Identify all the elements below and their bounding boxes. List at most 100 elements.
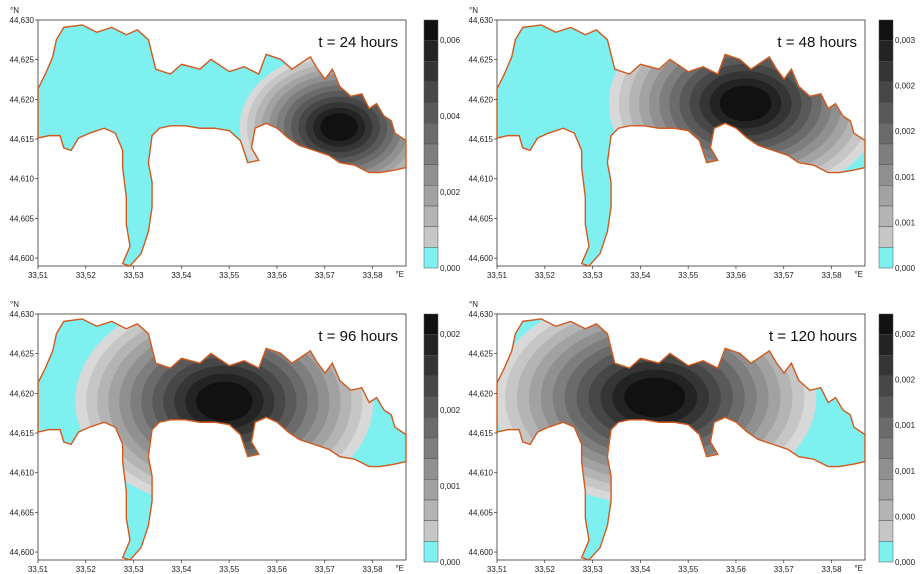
colorbar-step bbox=[878, 40, 894, 62]
colorbar-step bbox=[423, 375, 439, 397]
colorbar-step bbox=[423, 247, 439, 269]
y-tick-label: 44,630 bbox=[10, 16, 35, 25]
contour-level-12 bbox=[624, 377, 686, 418]
y-tick-label: 44,620 bbox=[10, 95, 35, 104]
y-tick-label: 44,605 bbox=[10, 508, 35, 517]
colorbar-step bbox=[878, 19, 894, 41]
y-tick-label: 44,600 bbox=[469, 548, 494, 557]
y-tick-label: 44,615 bbox=[10, 135, 35, 144]
colorbar-label: 0,000 bbox=[440, 264, 461, 273]
x-tick-label: 33,54 bbox=[630, 271, 651, 280]
colorbar-step bbox=[423, 123, 439, 145]
colorbar-step bbox=[878, 61, 894, 83]
colorbar-label: 0,000 bbox=[895, 512, 916, 521]
colorbar-label: 0,000 bbox=[895, 264, 916, 273]
x-tick-label: 33,54 bbox=[171, 271, 192, 280]
colorbar-step bbox=[878, 375, 894, 397]
x-tick-label: 33,54 bbox=[171, 565, 192, 574]
y-tick-label: 44,600 bbox=[10, 548, 35, 557]
colorbar-label: 0,002 bbox=[895, 376, 916, 385]
x-tick-label: 33,52 bbox=[535, 271, 556, 280]
x-tick-label: 33,52 bbox=[76, 271, 97, 280]
y-tick-label: 44,630 bbox=[10, 310, 35, 319]
y-tick-label: 44,600 bbox=[469, 254, 494, 263]
y-tick-label: 44,625 bbox=[10, 56, 35, 65]
colorbar-step bbox=[878, 205, 894, 227]
x-tick-label: 33,58 bbox=[363, 565, 384, 574]
colorbar-step bbox=[423, 334, 439, 356]
y-tick-label: 44,615 bbox=[469, 135, 494, 144]
x-tick-label: 33,55 bbox=[219, 271, 240, 280]
colorbar-step bbox=[878, 520, 894, 542]
contour-level-12 bbox=[719, 85, 772, 122]
y-unit-label: °N bbox=[10, 300, 19, 309]
colorbar-step bbox=[878, 541, 894, 563]
colorbar-step bbox=[423, 102, 439, 124]
x-tick-label: 33,56 bbox=[267, 271, 288, 280]
y-tick-label: 44,625 bbox=[10, 350, 35, 359]
colorbar-step bbox=[423, 499, 439, 521]
x-tick-label: 33,55 bbox=[678, 565, 699, 574]
colorbar-label: 0,004 bbox=[440, 112, 461, 121]
x-unit-label: °E bbox=[395, 270, 404, 279]
colorbar-step bbox=[423, 226, 439, 248]
colorbar-step bbox=[423, 313, 439, 335]
x-unit-label: °E bbox=[395, 564, 404, 573]
x-tick-label: 33,53 bbox=[124, 271, 145, 280]
x-unit-label: °E bbox=[854, 564, 863, 573]
y-unit-label: °N bbox=[469, 300, 478, 309]
colorbar-label: 0,001 bbox=[895, 467, 916, 476]
y-tick-label: 44,605 bbox=[469, 214, 494, 223]
colorbar-label: 0,002 bbox=[895, 127, 916, 136]
y-tick-label: 44,610 bbox=[10, 175, 35, 184]
colorbar-step bbox=[423, 520, 439, 542]
colorbar-label: 0,002 bbox=[440, 188, 461, 197]
colorbar-label: 0,002 bbox=[440, 330, 461, 339]
y-tick-label: 44,605 bbox=[469, 508, 494, 517]
colorbar-step bbox=[878, 81, 894, 103]
panel-title: t = 96 hours bbox=[318, 328, 398, 345]
colorbar-step bbox=[878, 123, 894, 145]
colorbar-label: 0,002 bbox=[895, 82, 916, 91]
contour-level-12 bbox=[196, 381, 253, 422]
colorbar-step bbox=[423, 185, 439, 207]
x-tick-label: 33,52 bbox=[535, 565, 556, 574]
colorbar-step bbox=[878, 479, 894, 501]
y-tick-label: 44,610 bbox=[10, 469, 35, 478]
x-tick-label: 33,57 bbox=[774, 271, 795, 280]
colorbar-step bbox=[423, 355, 439, 377]
colorbar-label: 0,001 bbox=[895, 218, 916, 227]
y-tick-label: 44,630 bbox=[469, 16, 494, 25]
x-tick-label: 33,56 bbox=[726, 565, 747, 574]
y-tick-label: 44,620 bbox=[469, 95, 494, 104]
colorbar-step bbox=[878, 396, 894, 418]
y-tick-label: 44,620 bbox=[10, 389, 35, 398]
colorbar-label: 0,006 bbox=[440, 36, 461, 45]
colorbar-step bbox=[878, 334, 894, 356]
x-tick-label: 33,53 bbox=[583, 565, 604, 574]
colorbar-label: 0,000 bbox=[440, 558, 461, 567]
y-unit-label: °N bbox=[469, 6, 478, 15]
x-tick-label: 33,51 bbox=[28, 565, 49, 574]
colorbar-label: 0,002 bbox=[895, 330, 916, 339]
y-tick-label: 44,615 bbox=[469, 429, 494, 438]
x-tick-label: 33,54 bbox=[630, 565, 651, 574]
colorbar-step bbox=[423, 19, 439, 41]
x-tick-label: 33,53 bbox=[583, 271, 604, 280]
y-tick-label: 44,615 bbox=[10, 429, 35, 438]
shoreline bbox=[496, 24, 866, 267]
y-tick-label: 44,605 bbox=[10, 214, 35, 223]
colorbar-step bbox=[878, 437, 894, 459]
colorbar-step bbox=[423, 479, 439, 501]
x-tick-label: 33,58 bbox=[363, 271, 384, 280]
colorbar-step bbox=[423, 541, 439, 563]
colorbar-label: 0,003 bbox=[895, 36, 916, 45]
colorbar-step bbox=[423, 164, 439, 186]
colorbar-label: 0,000 bbox=[895, 558, 916, 567]
